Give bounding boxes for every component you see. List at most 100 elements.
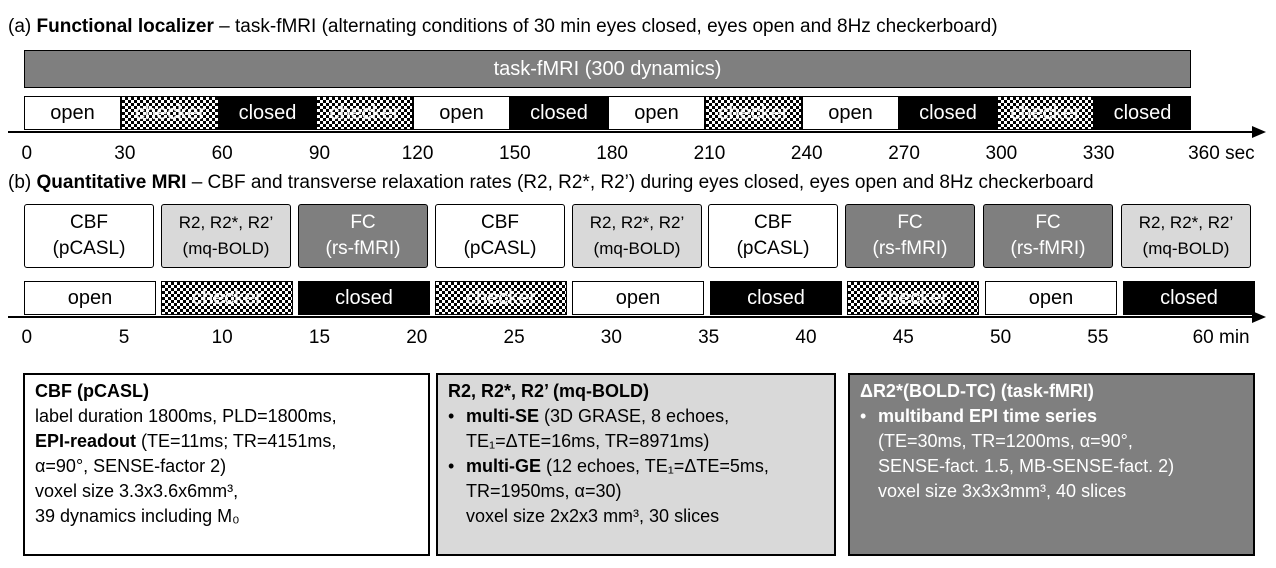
info-bold-line3: SENSE-fact. 1.5, MB-SENSE-fact. 2) bbox=[878, 456, 1175, 476]
scan-block-name: CBF bbox=[70, 212, 108, 233]
condition-label: checker bbox=[1010, 101, 1081, 124]
axis-tick-label: 25 bbox=[503, 327, 525, 348]
section-a-title: Functional localizer bbox=[36, 16, 214, 37]
scan-block: R2, R2*, R2’ (mq-BOLD) bbox=[1121, 204, 1251, 268]
scan-block-name: R2, R2*, R2’ bbox=[589, 213, 685, 232]
scan-block: R2, R2*, R2’ (mq-BOLD) bbox=[572, 204, 702, 268]
section-b-heading: (b) Quantitative MRI – CBF and transvers… bbox=[8, 172, 1094, 194]
axis-tick-label: 60 bbox=[211, 143, 233, 164]
axis-tick-label: 10 bbox=[211, 327, 233, 348]
condition-open: open bbox=[572, 281, 704, 315]
condition-closed: closed bbox=[298, 281, 430, 315]
condition-checker: checker bbox=[705, 96, 802, 130]
info-box-bold-tc: ΔR2*(BOLD-TC) (task-fMRI) • multiband EP… bbox=[848, 373, 1255, 556]
time-axis-a bbox=[8, 131, 1258, 133]
info-cbf-line4: voxel size 3.3x3.6x6mm³, bbox=[35, 481, 239, 501]
condition-label: closed bbox=[1160, 286, 1218, 309]
axis-tick-label: 360 sec bbox=[1188, 143, 1255, 164]
section-b-subtitle: – CBF and transverse relaxation rates (R… bbox=[186, 172, 1094, 193]
scan-block-name: FC bbox=[1035, 212, 1061, 233]
info-cbf-line1: label duration 1800ms, PLD=1800ms, bbox=[35, 406, 337, 426]
condition-closed: closed bbox=[710, 281, 842, 315]
scan-block: FC(rs-fMRI) bbox=[845, 204, 975, 268]
scan-block-sequence: (rs-fMRI) bbox=[1010, 238, 1086, 259]
info-mqbold-se-params: (3D GRASE, 8 echoes, bbox=[539, 406, 730, 426]
condition-checker: checker bbox=[847, 281, 979, 315]
section-b-label: (b) bbox=[8, 172, 32, 193]
axis-tick-label: 60 min bbox=[1192, 327, 1250, 348]
axis-tick-label: 40 bbox=[795, 327, 817, 348]
condition-label: checker bbox=[329, 101, 400, 124]
scan-block-sequence: (pCASL) bbox=[736, 238, 810, 259]
condition-closed: closed bbox=[219, 96, 316, 130]
task-fmri-bar-label: task-fMRI (300 dynamics) bbox=[493, 57, 722, 80]
info-mqbold-ge-line3: voxel size 2x2x3 mm³, 30 slices bbox=[466, 506, 720, 526]
condition-closed: closed bbox=[510, 96, 608, 130]
scan-block-sequence: (mq-BOLD) bbox=[593, 239, 681, 258]
condition-label: closed bbox=[335, 286, 393, 309]
scan-block: CBF(pCASL) bbox=[24, 204, 154, 268]
scan-block-name: R2, R2*, R2’ bbox=[178, 213, 274, 232]
bullet-icon: • bbox=[860, 406, 867, 426]
scan-block-sequence: (rs-fMRI) bbox=[325, 238, 401, 259]
axis-tick-label: 120 bbox=[401, 143, 434, 164]
info-mqbold-ge-label: multi-GE bbox=[466, 456, 541, 476]
section-b-scan-blocks: CBF(pCASL)R2, R2*, R2’(mq-BOLD)FC(rs-fMR… bbox=[0, 204, 1276, 268]
axis-tick-label: 330 bbox=[1082, 143, 1115, 164]
info-bold-title: ΔR2*(BOLD-TC) (task-fMRI) bbox=[860, 381, 1094, 401]
condition-label: open bbox=[615, 286, 661, 309]
axis-tick-label: 30 bbox=[600, 327, 622, 348]
info-mqbold-title: R2, R2*, R2’ (mq-BOLD) bbox=[448, 381, 650, 401]
condition-checker: checker bbox=[121, 96, 219, 130]
scan-block: R2, R2*, R2’(mq-BOLD) bbox=[161, 204, 291, 268]
axis-tick-label: 35 bbox=[698, 327, 720, 348]
axis-tick-label: 15 bbox=[308, 327, 331, 348]
condition-open: open bbox=[24, 96, 121, 130]
condition-label: checker bbox=[134, 101, 206, 124]
info-mqbold-bullet-se: • multi-SE (3D GRASE, 8 echoes, bbox=[448, 404, 824, 429]
condition-closed: closed bbox=[1094, 96, 1191, 130]
condition-label: open bbox=[828, 101, 873, 124]
condition-label: closed bbox=[238, 101, 297, 124]
axis-a-arrow-icon bbox=[1252, 126, 1266, 138]
scan-block: CBF (pCASL) bbox=[708, 204, 838, 268]
axis-tick-label: 30 bbox=[114, 143, 136, 164]
condition-label: open bbox=[634, 101, 679, 124]
axis-tick-label: 0 bbox=[21, 143, 33, 164]
condition-open: open bbox=[985, 281, 1117, 315]
condition-checker: checker bbox=[435, 281, 567, 315]
section-a-subtitle: – task-fMRI (alternating conditions of 3… bbox=[213, 16, 998, 37]
section-b-title: Quantitative MRI bbox=[36, 172, 187, 193]
axis-tick-label: 45 bbox=[892, 327, 914, 348]
condition-label: open bbox=[1028, 286, 1074, 309]
scan-block-sequence: (mq-BOLD) bbox=[1142, 239, 1230, 258]
axis-tick-label: 240 bbox=[790, 143, 823, 164]
axis-tick-label: 55 bbox=[1087, 327, 1109, 348]
condition-label: open bbox=[439, 101, 484, 124]
time-axis-b bbox=[8, 316, 1258, 318]
condition-label: closed bbox=[530, 101, 588, 124]
condition-label: open bbox=[50, 101, 95, 124]
info-box-mqbold: R2, R2*, R2’ (mq-BOLD) • multi-SE (3D GR… bbox=[436, 373, 836, 556]
scan-block-name: R2, R2*, R2’ bbox=[1138, 213, 1234, 232]
info-cbf-readout-params: (TE=11ms; TR=4151ms, bbox=[136, 431, 337, 451]
axis-tick-label: 270 bbox=[888, 143, 920, 164]
bullet-icon: • bbox=[448, 406, 455, 426]
info-mqbold-bullet-ge: • multi-GE (12 echoes, TE₁=ΔTE=5ms, bbox=[448, 454, 824, 479]
condition-label: open bbox=[67, 286, 113, 309]
condition-checker: checker bbox=[161, 281, 293, 315]
condition-checker: checker bbox=[316, 96, 413, 130]
condition-label: checker bbox=[877, 286, 949, 309]
condition-label: closed bbox=[1113, 101, 1172, 124]
scan-block-name: FC bbox=[897, 212, 923, 233]
axis-tick-label: 90 bbox=[308, 143, 331, 164]
axis-tick-label: 5 bbox=[118, 327, 130, 348]
axis-tick-label: 50 bbox=[990, 327, 1012, 348]
axis-tick-label: 150 bbox=[499, 143, 531, 164]
condition-closed: closed bbox=[1123, 281, 1255, 315]
scan-block-name: CBF bbox=[754, 212, 792, 233]
condition-open: open bbox=[608, 96, 705, 130]
info-bold-line4: voxel size 3x3x3mm³, 40 slices bbox=[878, 481, 1127, 501]
info-mqbold-se-line2: TE₁=ΔTE=16ms, TR=8971ms) bbox=[466, 431, 710, 451]
